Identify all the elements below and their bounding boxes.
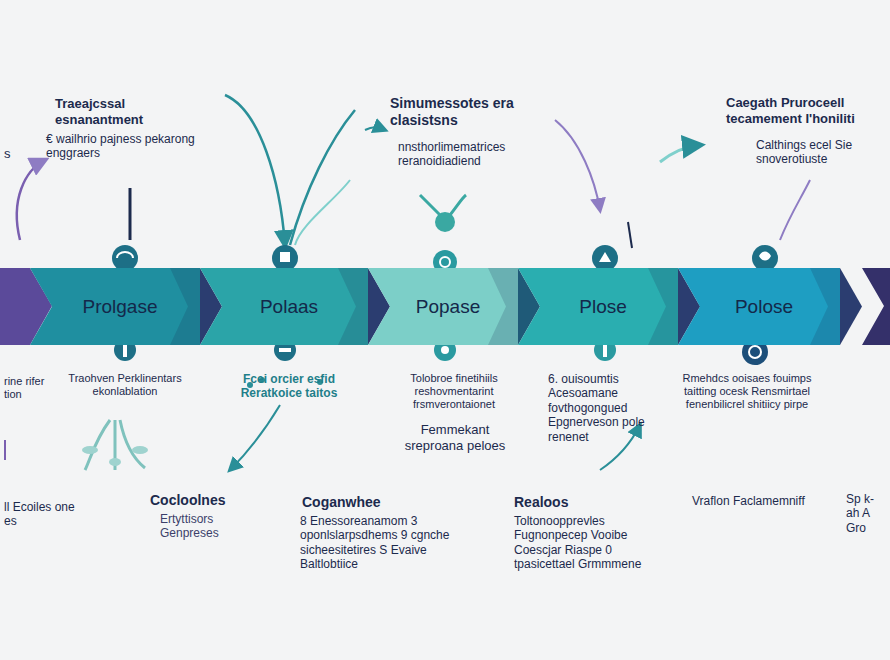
note-text: Vraflon Faclamemniff xyxy=(692,494,824,508)
leader-line xyxy=(628,222,632,248)
chevron-step: Plose xyxy=(518,268,678,345)
note-text: € wailhrio pajness pekarong enggraers xyxy=(46,132,211,161)
curved-arrow xyxy=(225,95,285,245)
curved-arrow xyxy=(17,160,45,240)
heading-text: Coganwhee xyxy=(302,494,422,511)
note-text: rine rifer tion xyxy=(4,375,48,401)
note-text: Rmehdcs ooisaes fouimps taitting ocesk R… xyxy=(680,372,814,412)
curved-arrow xyxy=(780,180,810,240)
step-label: Polose xyxy=(678,296,840,318)
step-label: Polaas xyxy=(200,296,368,318)
curved-arrow xyxy=(660,145,700,162)
curved-arrow xyxy=(600,425,640,470)
chevron-step: Polose xyxy=(678,268,840,345)
note-text: ll Ecoiles one es xyxy=(4,500,76,529)
note-text: Toltonoopprevles Fugnonpecep Vooibe Coes… xyxy=(514,514,659,572)
note-text: Femmekant sreproana peloes xyxy=(392,422,518,453)
curved-arrow xyxy=(290,110,355,245)
note-text: Traohven Perklinentars ekonlablation xyxy=(66,372,184,398)
note-text: Calthings ecel Sie snoverotiuste xyxy=(756,138,884,167)
chevron-step: Polaas xyxy=(200,268,368,345)
top-icon xyxy=(112,212,778,274)
note-text: Ertyttisors Genpreses xyxy=(160,512,248,541)
heading-text: Realoos xyxy=(514,494,624,511)
chevron-step: Prolgase xyxy=(30,268,200,345)
note-text: s xyxy=(4,146,24,162)
leader-line xyxy=(4,440,6,460)
heading-text: Simumessotes era clasistsns xyxy=(390,95,550,129)
band-end xyxy=(862,268,890,345)
note-text: 6. ouisoumtis Acesoamane fovthogongued E… xyxy=(548,372,670,444)
note-text: Tolobroe finetihiils reshovmentarint frs… xyxy=(380,372,528,412)
heading-text: Cocloolnes xyxy=(150,492,250,509)
note-text: Sp k- ah A Gro xyxy=(846,492,886,535)
heading-text: Caegath Pruroceell tecamement I'honiliti xyxy=(726,95,884,126)
note-text: nnsthorlimematrices reranoidiadiend xyxy=(398,140,548,169)
curved-arrow xyxy=(365,127,385,130)
step-label: Popase xyxy=(368,296,518,318)
curved-arrow xyxy=(555,120,600,210)
step-label: Prolgase xyxy=(30,296,200,318)
chevron-step: Popase xyxy=(368,268,518,345)
note-text: 8 Enessoreanamom 3 oponlslarpsdhems 9 cg… xyxy=(300,514,460,572)
curved-arrow xyxy=(230,405,280,470)
heading-text: Traeajcssal esnanantment xyxy=(55,96,205,127)
curved-arrow xyxy=(295,180,350,245)
leader-line xyxy=(129,188,132,240)
step-label: Plose xyxy=(518,296,678,318)
heading-text: Fcei orcier esfid Reratkoice taitos xyxy=(230,372,348,401)
